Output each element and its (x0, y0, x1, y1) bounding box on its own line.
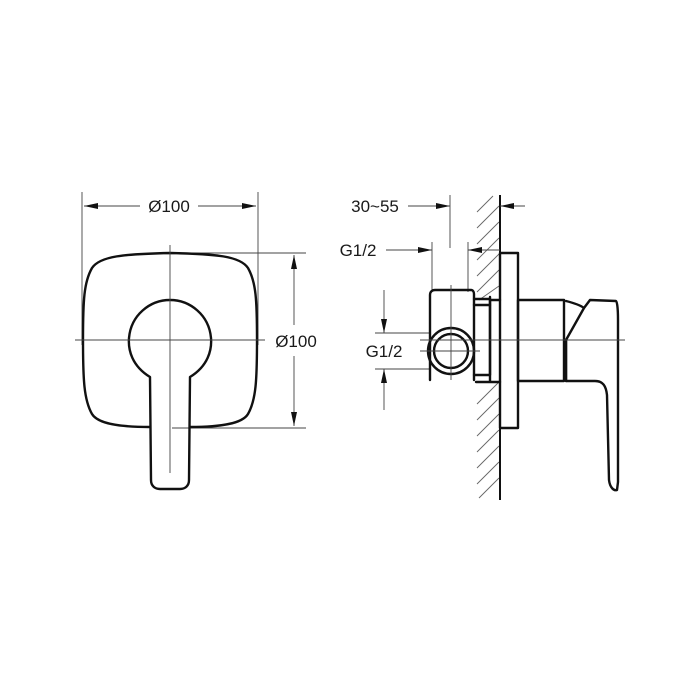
front-view: Ø100 Ø100 (75, 192, 317, 491)
valve-inlet-body (428, 288, 476, 382)
wall-depth-label: 30~55 (351, 197, 399, 216)
handle-lever (127, 298, 213, 491)
height-dimension-label: Ø100 (275, 332, 317, 351)
handle-lever-side (564, 298, 620, 492)
width-dimension: Ø100 (84, 197, 256, 216)
wall-depth-dimension: 30~55 (351, 195, 525, 248)
side-connection-label: G1/2 (366, 342, 403, 361)
valve-flange (474, 295, 502, 384)
top-connection-label: G1/2 (340, 241, 377, 260)
height-dimension: Ø100 (275, 255, 317, 426)
side-view: 30~55 G1/2 G1/2 (340, 195, 625, 500)
width-dimension-label: Ø100 (148, 197, 190, 216)
side-connection-dimension: G1/2 (366, 290, 430, 410)
valve-connector (472, 297, 492, 377)
cartridge-sleeve (516, 298, 566, 383)
escutcheon-plate-side (498, 251, 520, 430)
top-connection-dimension: G1/2 (340, 241, 500, 292)
wall-hatching (476, 195, 500, 499)
